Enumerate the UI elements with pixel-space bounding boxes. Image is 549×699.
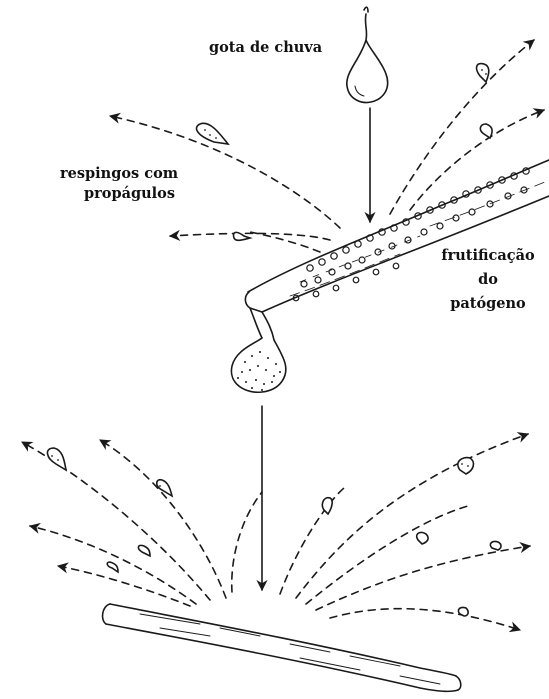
rain-drop [347, 7, 388, 102]
fruiting-label-line2: do [432, 270, 544, 290]
lower-splash-trajectories [22, 434, 530, 630]
lower-stem [103, 604, 461, 691]
fruiting-label-line1: frutificação [432, 246, 544, 266]
upper-propagules [196, 64, 492, 241]
splash-label-line2: propágulos [84, 184, 175, 204]
spore-laden-drop [231, 338, 285, 392]
lower-propagule-dots [51, 455, 469, 487]
fruiting-label-line3: patógeno [432, 294, 544, 314]
rain-drop-label: gota de chuva [209, 38, 322, 58]
lower-propagules [47, 448, 501, 616]
splash-label-line1: respingos com [60, 164, 178, 184]
upper-propagule-dots [204, 69, 487, 139]
